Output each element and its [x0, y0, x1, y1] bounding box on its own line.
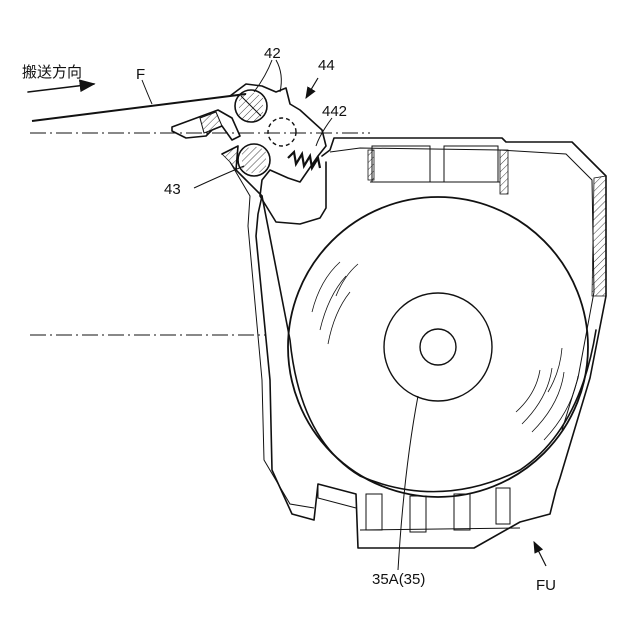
- leader-35a: [398, 396, 418, 570]
- right-wall-hatch: [592, 176, 606, 296]
- leader-fu: [534, 542, 546, 566]
- fixing-belt: [262, 196, 596, 492]
- leader-43: [194, 166, 244, 188]
- label-unit-44: 44: [318, 57, 335, 74]
- drum-axle: [420, 329, 456, 365]
- label-fixing-unit: FU: [536, 577, 556, 594]
- housing-right-inner: [330, 148, 594, 430]
- direction-arrow: [28, 84, 94, 92]
- label-roller-43: 43: [164, 181, 181, 198]
- leader-442: [316, 118, 332, 146]
- roller-43-hatch: [242, 147, 266, 174]
- drum-shading: [312, 262, 578, 440]
- label-drum-35a: 35A(35): [372, 571, 425, 588]
- leader-44: [306, 78, 318, 98]
- label-sheet-f: F: [136, 66, 145, 83]
- sheet-f-leader: [142, 80, 152, 104]
- label-spring-442: 442: [322, 103, 347, 120]
- leader-42b: [276, 60, 281, 92]
- drum-35a: [288, 197, 588, 497]
- label-roller-42: 42: [264, 45, 281, 62]
- drum-hub: [384, 293, 492, 401]
- label-direction: 搬送方向: [22, 63, 82, 81]
- top-ribs: [368, 146, 508, 194]
- pinch-roller: [268, 118, 296, 146]
- left-guide-hatch: [222, 146, 238, 170]
